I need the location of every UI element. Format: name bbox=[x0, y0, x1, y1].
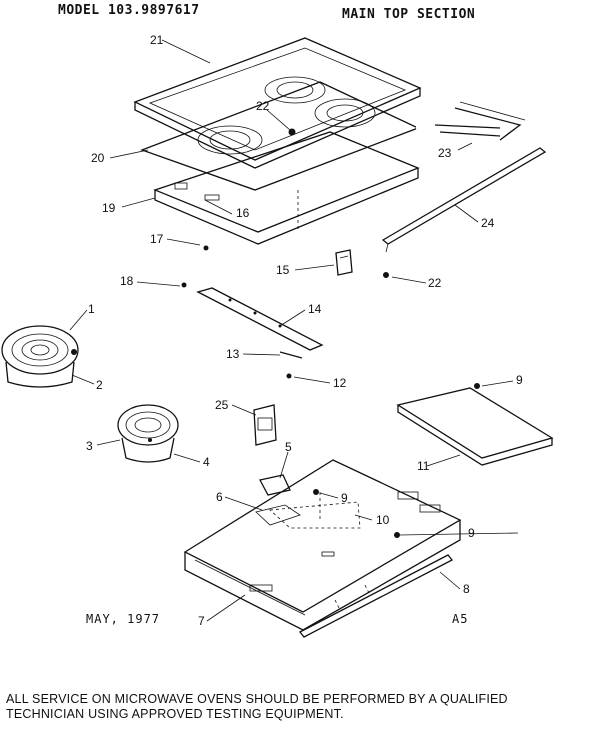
service-notice: ALL SERVICE ON MICROWAVE OVENS SHOULD BE… bbox=[6, 692, 606, 722]
callout-20: 20 bbox=[91, 151, 105, 165]
part-21-top-frame bbox=[133, 37, 422, 169]
diagram-date: MAY, 1977 bbox=[86, 612, 161, 626]
callout-10: 10 bbox=[376, 513, 390, 527]
model-number: MODEL 103.9897617 bbox=[58, 3, 200, 18]
service-notice-line-2: TECHNICIAN USING APPROVED TESTING EQUIPM… bbox=[6, 707, 344, 721]
leader-lines bbox=[69, 39, 519, 622]
callout-17: 17 bbox=[150, 232, 164, 246]
section-title: MAIN TOP SECTION bbox=[342, 7, 476, 22]
part-7-base-pan bbox=[183, 459, 462, 631]
callout-22b: 22 bbox=[428, 276, 442, 290]
callout-9c: 9 bbox=[468, 526, 475, 540]
callout-23: 23 bbox=[438, 146, 452, 160]
part-14-strip bbox=[181, 282, 324, 379]
callout-8: 8 bbox=[463, 582, 470, 596]
part-15-bracket bbox=[335, 249, 353, 276]
callout-2: 2 bbox=[96, 378, 103, 392]
part-8-rail bbox=[298, 554, 454, 638]
callout-16: 16 bbox=[236, 206, 250, 220]
callout-22: 22 bbox=[256, 99, 270, 113]
callout-25: 25 bbox=[215, 398, 229, 412]
part-23-clip-inset bbox=[416, 69, 532, 185]
callout-6: 6 bbox=[216, 490, 223, 504]
callout-5: 5 bbox=[285, 440, 292, 454]
callout-21: 21 bbox=[150, 33, 164, 47]
callout-13: 13 bbox=[226, 347, 240, 361]
callout-18: 18 bbox=[120, 274, 134, 288]
part-25-switch bbox=[253, 404, 277, 446]
part-19-pan bbox=[153, 131, 420, 251]
part-3-small-element bbox=[117, 404, 179, 463]
callout-7: 7 bbox=[198, 614, 205, 628]
callout-1: 1 bbox=[88, 302, 95, 316]
part-20-glass-panel bbox=[140, 76, 420, 191]
callout-3: 3 bbox=[86, 439, 93, 453]
part-1-large-element bbox=[1, 325, 79, 388]
callout-12: 12 bbox=[333, 376, 347, 390]
callout-9b: 9 bbox=[341, 491, 348, 505]
callout-11: 11 bbox=[417, 459, 430, 473]
callout-9a: 9 bbox=[516, 373, 523, 387]
parts-diagram: 21 22 23 20 19 16 17 24 15 22 18 14 13 1… bbox=[1, 33, 554, 638]
callout-14: 14 bbox=[308, 302, 322, 316]
callout-4: 4 bbox=[203, 455, 210, 469]
callout-24: 24 bbox=[481, 216, 495, 230]
part-24-rail bbox=[381, 147, 547, 278]
callout-labels: 21 22 23 20 19 16 17 24 15 22 18 14 13 1… bbox=[86, 33, 523, 628]
part-11-panel bbox=[396, 383, 554, 466]
callout-19: 19 bbox=[102, 201, 116, 215]
callout-15: 15 bbox=[276, 263, 290, 277]
service-notice-line-1: ALL SERVICE ON MICROWAVE OVENS SHOULD BE… bbox=[6, 692, 508, 706]
page-code: A5 bbox=[452, 612, 469, 626]
